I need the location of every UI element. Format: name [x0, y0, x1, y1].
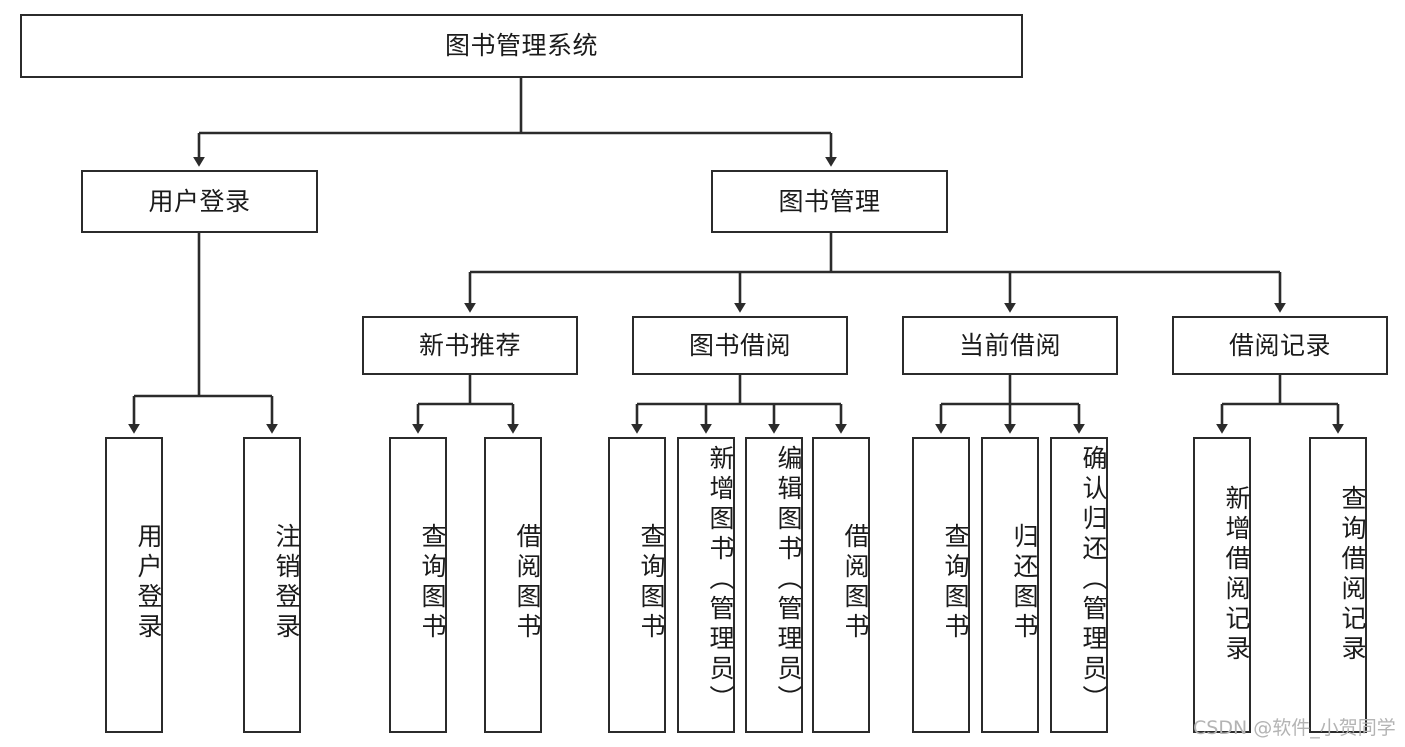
- node-book-borrow[interactable]: 图书借阅: [632, 316, 848, 375]
- leaf-query-record[interactable]: 查询借阅记录: [1309, 437, 1367, 733]
- leaf-borrow-book-2-label: 借阅图书: [841, 523, 870, 643]
- node-book-borrow-label: 图书借阅: [688, 330, 791, 360]
- leaf-query-book-3[interactable]: 查询图书: [912, 437, 970, 733]
- node-new-book-recommend-label: 新书推荐: [418, 330, 521, 360]
- leaf-borrow-book-1-label: 借阅图书: [513, 523, 542, 643]
- leaf-return-book[interactable]: 归还图书: [981, 437, 1039, 733]
- node-current-borrow-label: 当前借阅: [958, 330, 1061, 360]
- csdn-watermark: CSDN @软件_小贺同学: [1193, 717, 1396, 739]
- leaf-logout-label: 注销登录: [272, 523, 301, 643]
- node-user-login-label: 用户登录: [148, 186, 251, 216]
- leaf-query-record-label: 查询借阅记录: [1338, 485, 1367, 665]
- node-root-system[interactable]: 图书管理系统: [20, 14, 1023, 78]
- leaf-return-book-label: 归还图书: [1010, 523, 1039, 643]
- leaf-user-login-label: 用户登录: [134, 523, 163, 643]
- leaf-add-record-label: 新增借阅记录: [1222, 485, 1251, 665]
- leaf-add-book[interactable]: 新增图书（管理员）: [677, 437, 735, 733]
- leaf-user-login[interactable]: 用户登录: [105, 437, 163, 733]
- node-borrow-record[interactable]: 借阅记录: [1172, 316, 1388, 375]
- leaf-edit-book[interactable]: 编辑图书（管理员）: [745, 437, 803, 733]
- leaf-query-book-2[interactable]: 查询图书: [608, 437, 666, 733]
- leaf-query-book-1[interactable]: 查询图书: [389, 437, 447, 733]
- leaf-query-book-3-label: 查询图书: [941, 523, 970, 643]
- node-root-system-label: 图书管理系统: [444, 31, 598, 60]
- leaf-confirm-return[interactable]: 确认归还（管理员）: [1050, 437, 1108, 733]
- node-current-borrow[interactable]: 当前借阅: [902, 316, 1118, 375]
- node-book-manage[interactable]: 图书管理: [711, 170, 948, 233]
- leaf-query-book-2-label: 查询图书: [637, 523, 666, 643]
- leaf-add-record[interactable]: 新增借阅记录: [1193, 437, 1251, 733]
- node-borrow-record-label: 借阅记录: [1228, 330, 1331, 360]
- node-user-login[interactable]: 用户登录: [81, 170, 318, 233]
- leaf-borrow-book-2[interactable]: 借阅图书: [812, 437, 870, 733]
- node-new-book-recommend[interactable]: 新书推荐: [362, 316, 578, 375]
- leaf-confirm-return-label: 确认归还（管理员）: [1079, 445, 1108, 715]
- leaf-query-book-1-label: 查询图书: [418, 523, 447, 643]
- node-book-manage-label: 图书管理: [778, 186, 881, 216]
- leaf-logout[interactable]: 注销登录: [243, 437, 301, 733]
- leaf-edit-book-label: 编辑图书（管理员）: [774, 445, 803, 715]
- leaf-add-book-label: 新增图书（管理员）: [706, 445, 735, 715]
- leaf-borrow-book-1[interactable]: 借阅图书: [484, 437, 542, 733]
